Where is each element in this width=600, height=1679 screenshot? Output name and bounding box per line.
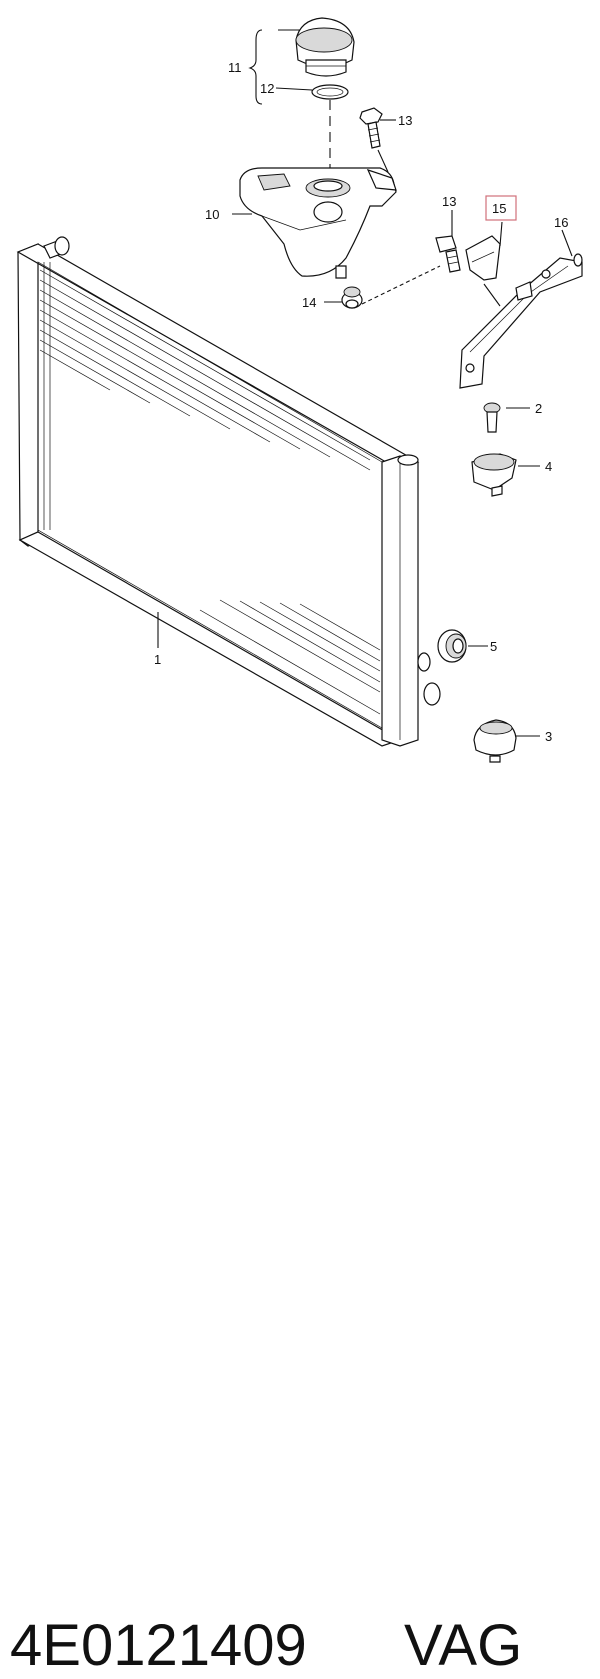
callout-5: 5 — [490, 639, 497, 654]
callout-1: 1 — [154, 652, 161, 667]
callout-13-top: 13 — [398, 113, 412, 128]
callout-10: 10 — [205, 207, 219, 222]
callout-2: 2 — [535, 401, 542, 416]
pin-2 — [483, 402, 501, 433]
mount-4 — [471, 453, 517, 497]
filler-cap — [295, 17, 355, 77]
grommet-5 — [437, 629, 467, 663]
parts-diagram: 1 2 3 4 5 10 11 12 13 13 14 15 16 — [16, 17, 583, 763]
callout-11: 11 — [228, 60, 242, 75]
brand-name: VAG — [404, 1613, 523, 1678]
grommet-14 — [341, 286, 363, 309]
callout-16: 16 — [554, 215, 568, 230]
bracket-15 — [465, 235, 501, 281]
callout-3: 3 — [545, 729, 552, 744]
bolt-13-top — [359, 107, 383, 149]
callout-12: 12 — [260, 81, 274, 96]
mount-3 — [473, 719, 517, 763]
callout-4: 4 — [545, 459, 552, 474]
callout-14: 14 — [302, 295, 316, 310]
radiator — [16, 236, 441, 747]
expansion-tank — [239, 167, 397, 279]
callout-13-bracket: 13 — [442, 194, 456, 209]
highlight-box-15 — [485, 195, 517, 221]
callout-15: 15 — [492, 201, 506, 216]
o-ring — [311, 84, 349, 100]
part-number: 4E0121409 — [10, 1613, 307, 1678]
bolt-13-bracket — [435, 235, 461, 273]
bracket-16 — [459, 253, 583, 389]
caption-bar: 4E0121409 VAG — [0, 800, 600, 1678]
